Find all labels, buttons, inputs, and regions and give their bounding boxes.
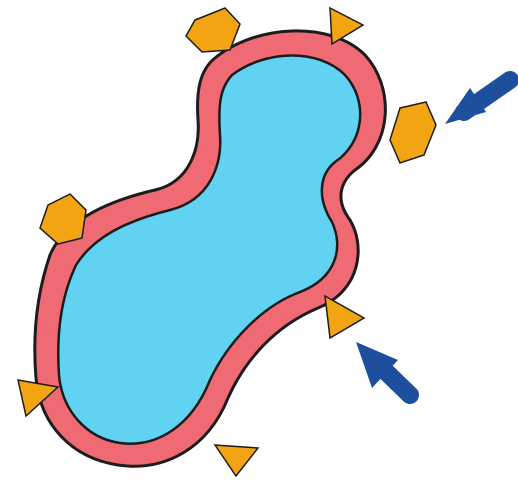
triangle-protein-icon [325, 296, 364, 338]
arrow-pointer-icon [445, 80, 510, 124]
triangle-protein-icon [215, 445, 258, 476]
triangle-protein-icon [330, 8, 363, 44]
hexagon-protein-icon [390, 102, 436, 163]
arrow-pointer-icon [356, 342, 410, 395]
hexagon-protein-icon [186, 8, 240, 52]
hexagon-protein-icon [40, 194, 86, 244]
